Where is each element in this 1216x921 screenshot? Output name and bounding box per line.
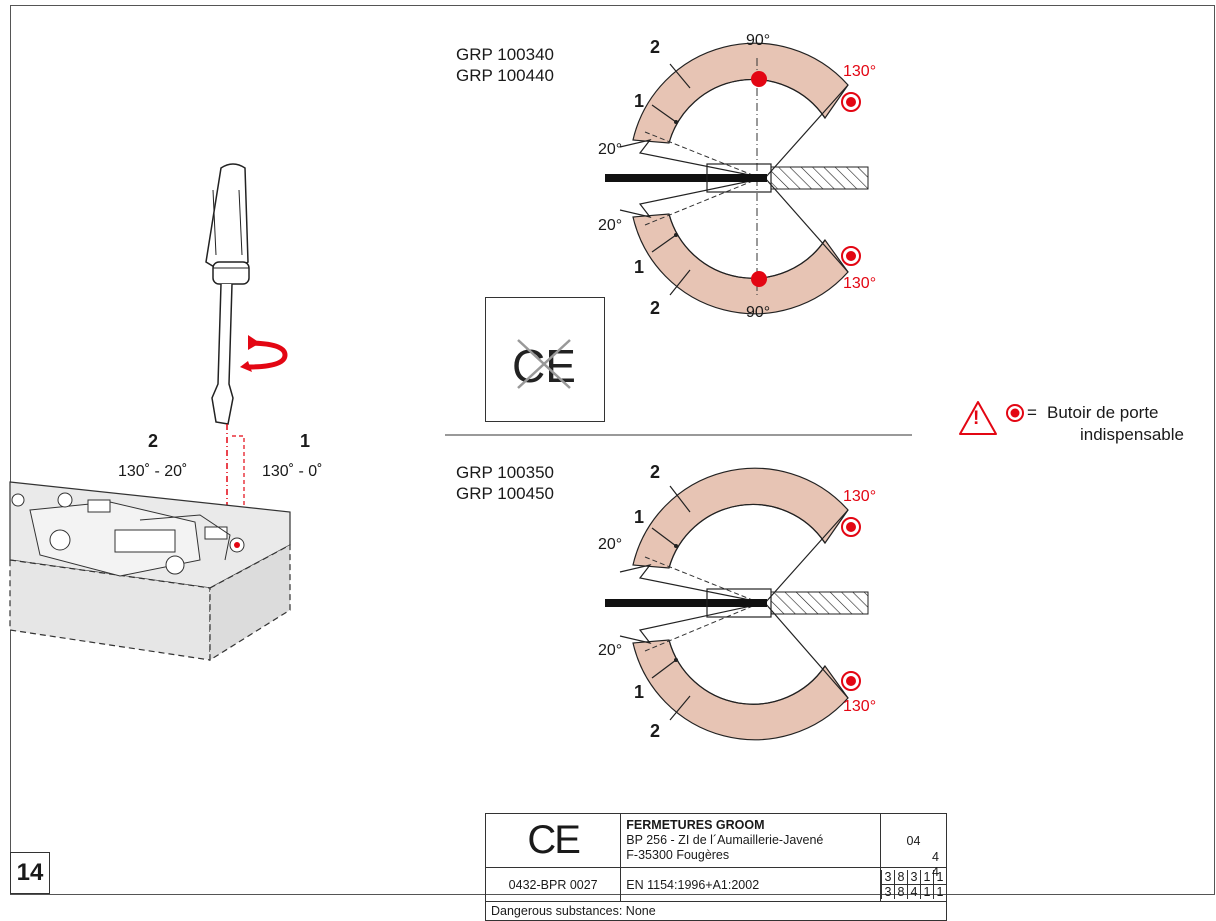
zone-label: 1 [634,682,645,702]
legend-equals: = [1027,403,1037,422]
standard-number: EN 1154:1996+A1:2002 [620,867,881,902]
legend-text: Butoir de porte [1047,403,1159,422]
zone-label: 2 [650,37,661,57]
code-digit: 3 [880,870,894,885]
guide-line [232,435,245,535]
code-digit: 3 [906,870,920,885]
address-line: F-35300 Fougères [626,848,730,862]
tool-range-1: 130˚ - 0˚ [262,463,323,480]
warning-icon [959,401,997,435]
top-door-diagram [605,42,869,315]
model-number: GRP 100440 [456,66,554,85]
angle-label: 130° [843,275,877,292]
instruction-page [10,5,1215,895]
code-digit: 1 [919,870,933,885]
dangerous-substances: Dangerous substances: None [485,901,947,921]
rotate-clockwise-icon [240,335,288,372]
angle-label: 130° [843,698,877,715]
code-digit: 8 [893,885,907,899]
code-digit: 1 [932,870,946,885]
manufacturer-info: FERMETURES GROOM BP 256 - ZI de l´Aumail… [620,813,881,868]
code-digit: 8 [893,870,907,885]
zone-label: 2 [650,721,661,741]
ce-crossed-icon: CE [512,339,576,392]
legend-text: indispensable [1080,425,1184,444]
code-digit: 4 [906,885,920,899]
ce-marking-box [485,297,605,422]
angle-label: 130° [843,63,877,80]
zone-label: 2 [650,298,661,318]
page-number: 14 [10,852,50,894]
model-number: GRP 100350 [456,463,554,482]
angle-label: 130° [843,488,877,505]
screwdriver-icon [205,163,250,425]
model-number: GRP 100450 [456,484,554,503]
door-stop-icon [1006,404,1024,422]
code-digit: 4 [932,850,939,864]
tool-label-1: 1 [300,431,311,451]
angle-label: 90° [746,304,771,321]
zone-label: 1 [634,507,645,527]
model-number: GRP 100340 [456,45,554,64]
address-line: BP 256 - ZI de l´Aumaillerie-Javené [626,833,824,847]
year-code: 04 [879,813,948,868]
angle-label: 20° [598,217,623,234]
bottom-door-diagram [605,467,869,741]
floor-spring-mechanism [9,481,291,662]
code-digit: 1 [932,885,946,899]
illustration-canvas: CE [9,42,1024,741]
tool-range-2: 130˚ - 20˚ [118,463,188,480]
warning-mark: ! [973,408,980,429]
angle-label: 20° [598,141,623,158]
code-digit: 1 [919,885,933,899]
ce-certification-table: CE FERMETURES GROOM BP 256 - ZI de l´Aum… [484,813,948,921]
angle-label: 90° [746,32,771,49]
angle-label: 20° [598,536,623,553]
code-digit: 3 [880,885,894,899]
zone-label: 1 [634,91,645,111]
zone-label: 2 [650,462,661,482]
code-digit: 4 [932,865,939,879]
code-grid: 3 8 3 1 1 3 8 4 1 1 [880,870,946,899]
angle-label: 20° [598,642,623,659]
company-name: FERMETURES GROOM [626,818,765,832]
zone-label: 1 [634,257,645,277]
certificate-number: 0432-BPR 0027 [484,867,622,902]
ce-mark: CE [484,813,622,868]
standard-text: EN 1154:1996+A1:2002 [626,877,760,892]
tool-label-2: 2 [148,431,159,451]
